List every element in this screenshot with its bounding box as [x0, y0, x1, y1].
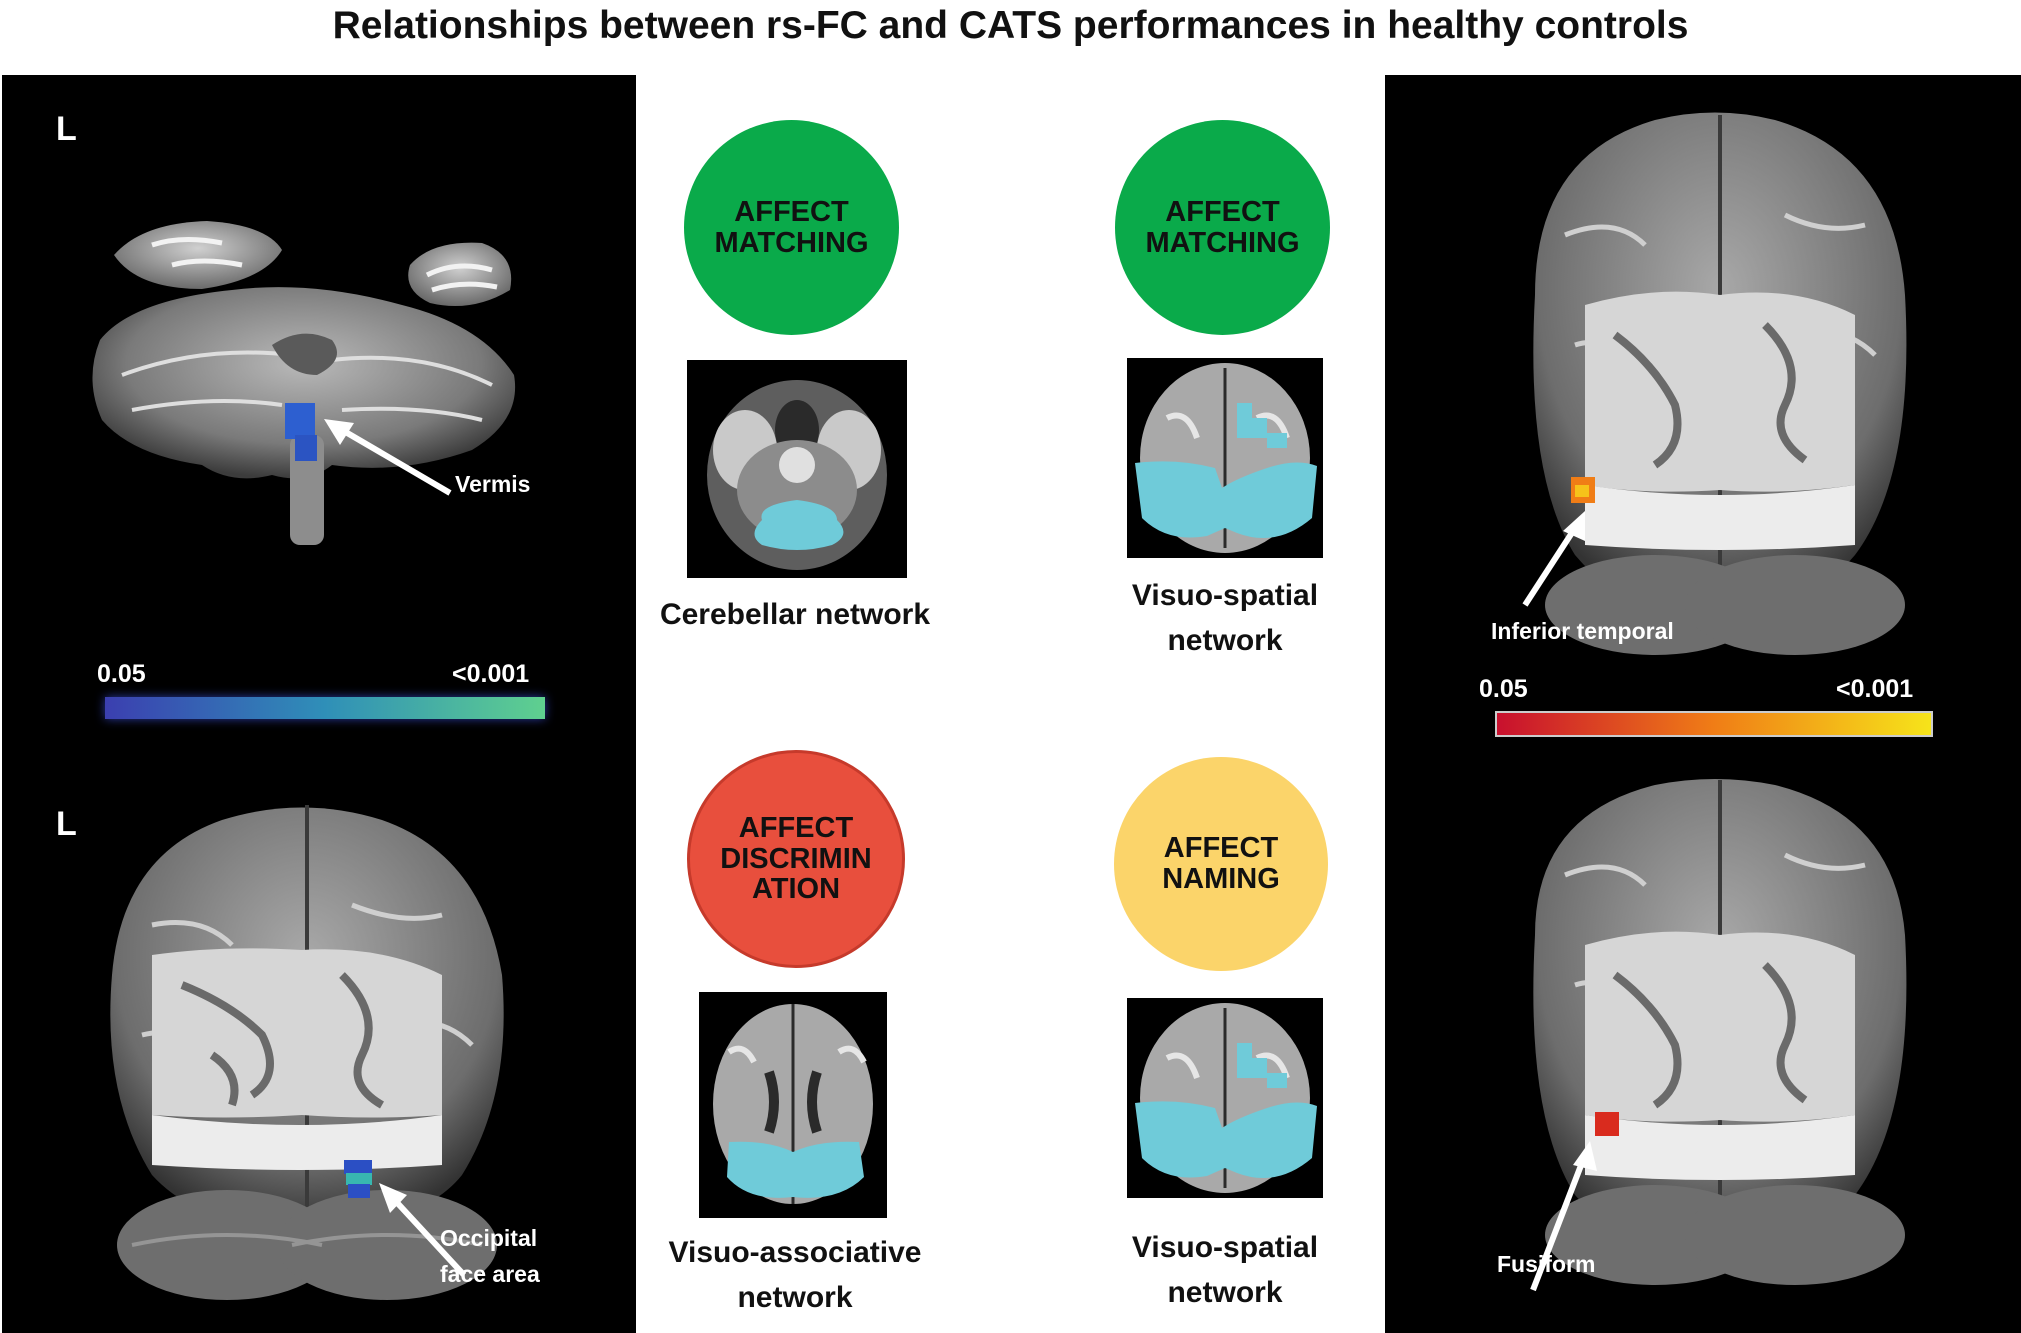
network-label-line: Visuo-associative	[668, 1236, 922, 1269]
network-label-line: Visuo-spatial	[1131, 1231, 1319, 1264]
inferior-temporal-label: Inferior temporal	[1491, 618, 1674, 644]
left-brain-panel: L Vermis 0.05 <0.001 L	[2, 75, 636, 1333]
red-yellow-colorbar	[1495, 711, 1933, 737]
figure-title: Relationships between rs-FC and CATS per…	[332, 4, 1689, 47]
circle-line: MATCHING	[714, 226, 869, 259]
circle-line: DISCRIMIN	[720, 842, 872, 875]
visuo-spatial-network-slice-2	[1127, 998, 1323, 1198]
right-brain-panel: Inferior temporal 0.05 <0.001 Fusiform	[1385, 75, 2021, 1333]
cerebellum-render	[92, 221, 516, 545]
blue-green-colorbar	[105, 697, 545, 719]
circle-line: AFFECT	[1163, 832, 1279, 865]
network-label-1: Cerebellar network	[630, 592, 960, 637]
network-label-line: Visuo-spatial	[1131, 579, 1319, 612]
orientation-label-bottom: L	[56, 805, 77, 843]
network-label-line: Cerebellar network	[659, 598, 931, 631]
ofa-label-line2: face area	[440, 1261, 540, 1287]
network-label-line: network	[1167, 1276, 1283, 1309]
posterior-brain-render-right-top	[1522, 112, 1907, 655]
circle-line: AFFECT	[1165, 195, 1280, 228]
network-label-3: Visuo-associative network	[630, 1230, 960, 1320]
circle-line: ATION	[751, 873, 841, 906]
network-label-2: Visuo-spatial network	[1060, 573, 1390, 663]
network-label-line: network	[1167, 624, 1283, 657]
visuo-spatial-network-slice-1	[1127, 358, 1323, 558]
network-label-line: network	[737, 1281, 853, 1314]
visuo-associative-network-slice	[699, 992, 887, 1218]
network-label-4: Visuo-spatial network	[1060, 1225, 1390, 1315]
ofa-label-line1: Occipital	[440, 1225, 538, 1251]
circle-line: NAMING	[1162, 863, 1280, 895]
vermis-label: Vermis	[455, 471, 531, 497]
cerebellar-network-slice	[687, 360, 907, 578]
colorbar-min-label-right: 0.05	[1479, 675, 1528, 703]
fusiform-label: Fusiform	[1497, 1251, 1596, 1277]
colorbar-min-label: 0.05	[97, 660, 146, 688]
circle-line: AFFECT	[738, 811, 854, 844]
posterior-brain-render-left	[110, 805, 504, 1300]
orientation-label-top: L	[56, 110, 77, 148]
posterior-brain-render-right-bottom	[1530, 779, 1907, 1292]
colorbar-max-label: <0.001	[452, 660, 530, 688]
colorbar-max-label-right: <0.001	[1836, 675, 1914, 703]
circle-line: AFFECT	[734, 195, 849, 228]
circle-line: MATCHING	[1145, 226, 1300, 259]
